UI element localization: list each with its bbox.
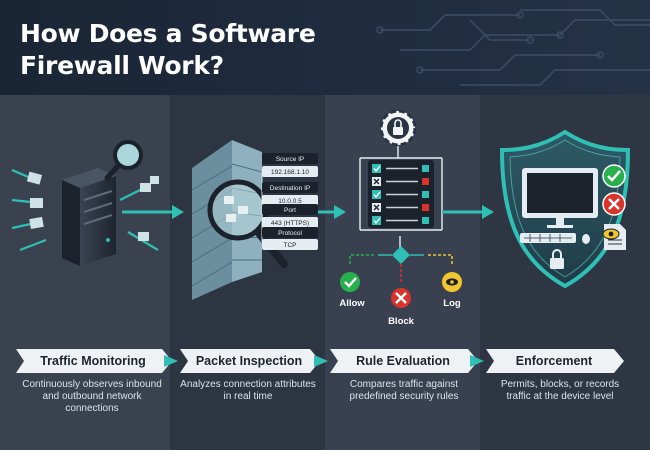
rule-tree-lines [359, 146, 443, 250]
stage-chevron-4 [486, 349, 624, 373]
stage-chevron-3 [330, 349, 478, 373]
outbound-packets [119, 176, 159, 251]
chevron-arrow-3 [470, 355, 484, 367]
rule-row [372, 177, 429, 186]
chevron-arrow-2 [314, 355, 328, 367]
stage-desc-enforcement: Permits, blocks, or records traffic at t… [500, 379, 620, 402]
stage-chevron-2 [180, 349, 320, 373]
port-label: Port [284, 207, 296, 214]
stage-desc-evaluation: Compares traffic against predefined secu… [349, 379, 459, 402]
chevron-arrow-1 [164, 355, 178, 367]
stage-label-evaluation: Rule Evaluation [356, 354, 450, 368]
source-ip-value: 192.168.1.10 [271, 169, 309, 176]
decision-node [349, 246, 453, 284]
protocol-value: TCP [284, 242, 297, 249]
stage-banners [16, 349, 624, 373]
block-outcome: Block [388, 288, 415, 327]
check-icon [602, 164, 626, 188]
flow-arrow-2 [318, 205, 346, 219]
block-label: Block [388, 316, 415, 327]
destination-ip-value: 10.0.0.5 [278, 198, 302, 205]
rule-row [372, 190, 429, 199]
flow-arrow-3 [442, 205, 494, 219]
circuit-pattern [376, 9, 650, 86]
protocol-label: Protocol [278, 230, 302, 237]
padlock-icon [550, 249, 564, 269]
server-icon [62, 168, 116, 266]
destination-ip-label: Destination IP [270, 185, 310, 192]
stage-desc-monitoring: Continuously observes inbound and outbou… [22, 379, 162, 414]
eye-icon [602, 228, 620, 240]
log-label: Log [443, 298, 461, 309]
stage-label-enforcement: Enforcement [515, 354, 593, 368]
lock-gear-icon [379, 109, 417, 147]
flow-arrow-1 [122, 205, 184, 219]
rule-row [372, 203, 429, 212]
rule-row [372, 216, 429, 225]
rule-rows [372, 164, 429, 225]
allow-outcome: Allow [339, 272, 365, 309]
rule-row [372, 164, 429, 173]
port-value: 443 (HTTPS) [271, 220, 309, 227]
stage-desc-inspection: Analyzes connection attributes in real t… [180, 379, 316, 402]
magnifier-icon [104, 140, 143, 181]
stage-label-monitoring: Traffic Monitoring [40, 354, 146, 368]
network-packet-icon [26, 171, 44, 229]
log-outcome: Log [442, 272, 462, 309]
monitor-icon [522, 168, 598, 228]
x-icon [602, 192, 626, 216]
stage-label-inspection: Packet Inspection [195, 354, 303, 368]
source-ip-label: Source IP [276, 156, 305, 163]
stage-chevron-1 [16, 349, 172, 373]
packet-attributes-panel: Source IP 192.168.1.10 Destination IP 10… [261, 153, 318, 250]
allow-label: Allow [339, 298, 365, 309]
keyboard-icon [520, 233, 590, 244]
header-band [0, 0, 650, 95]
page-title: How Does a Software Firewall Work? [20, 19, 316, 80]
